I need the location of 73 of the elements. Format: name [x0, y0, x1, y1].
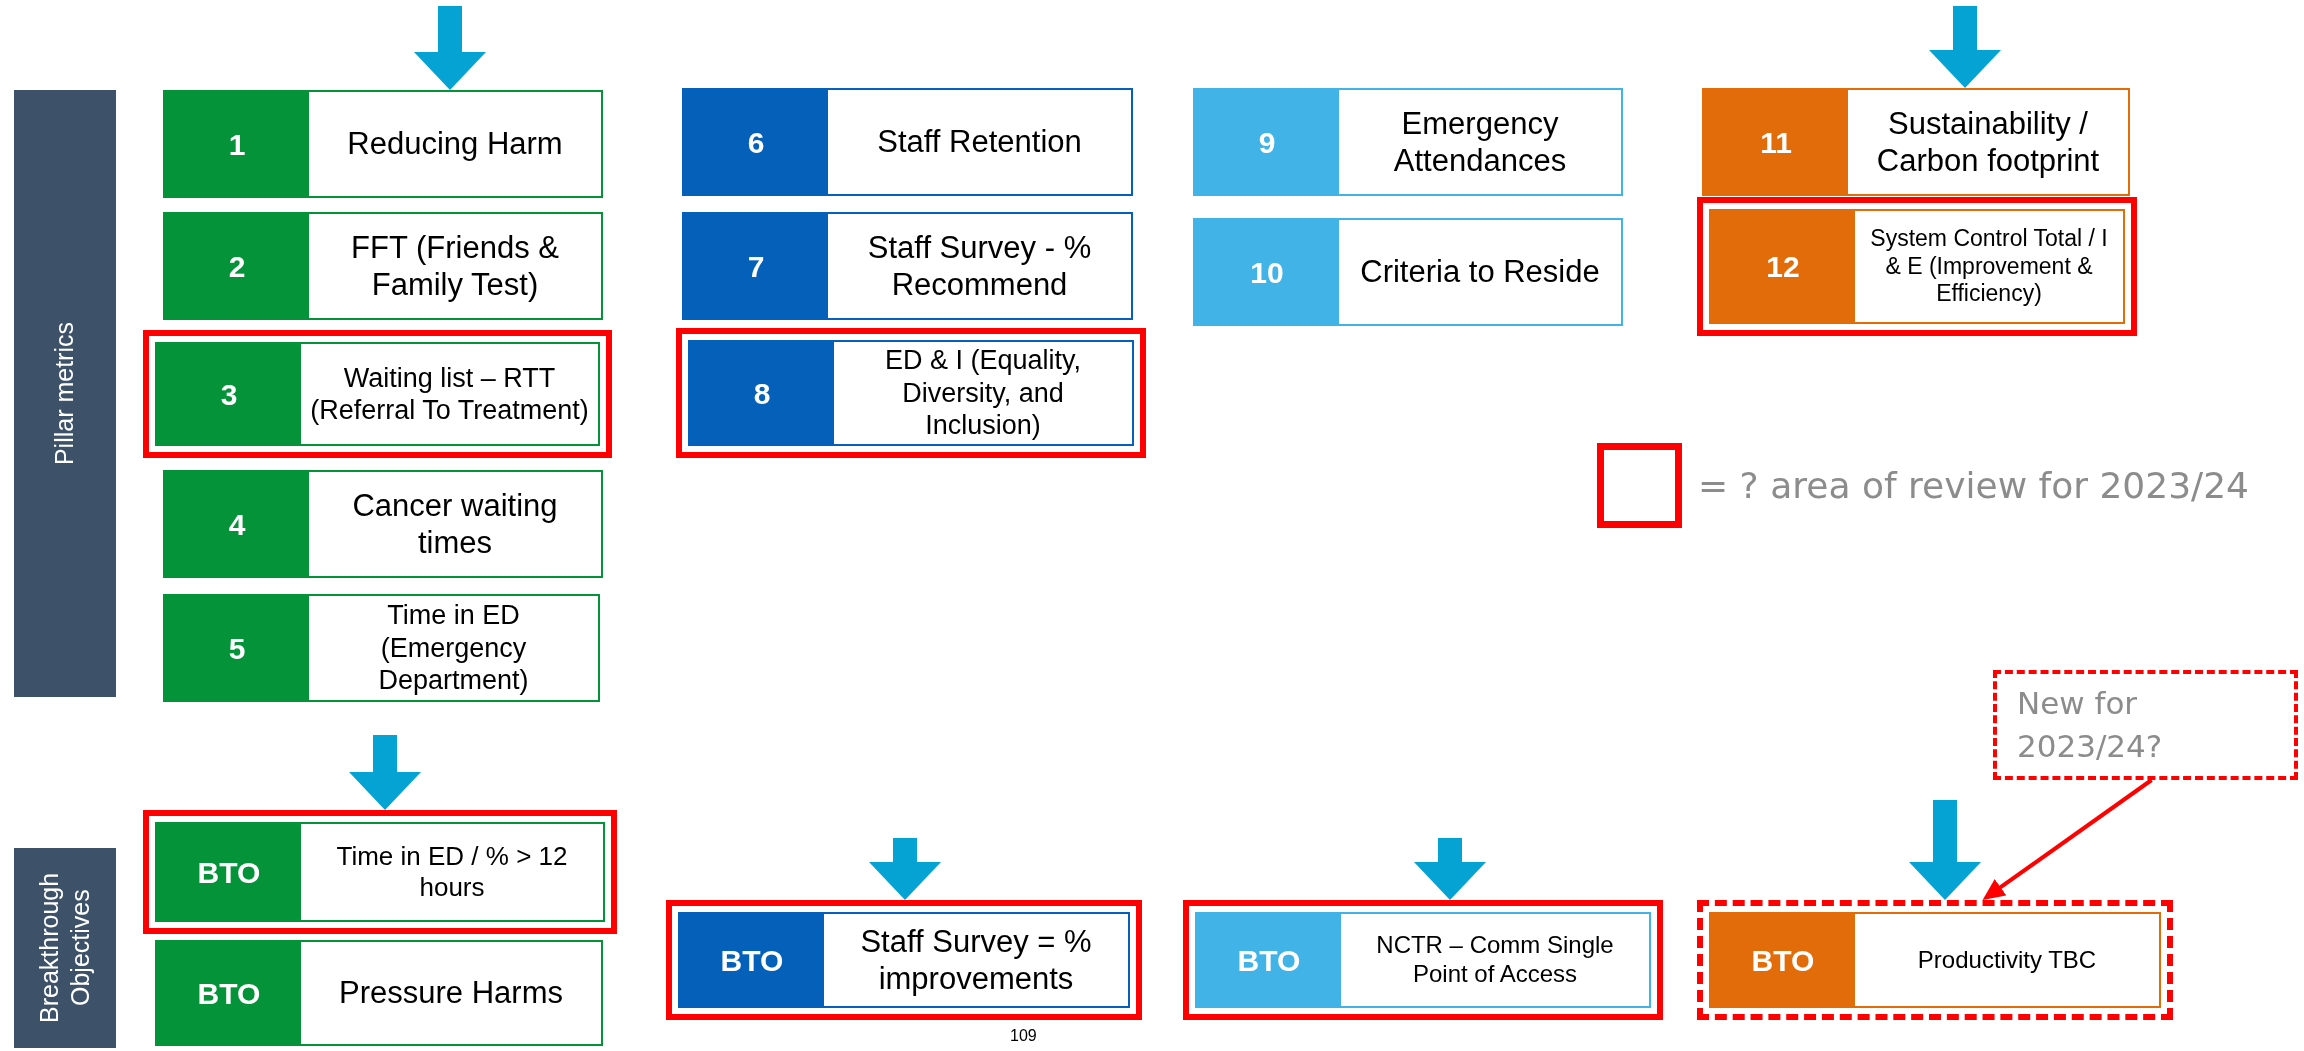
block-arrow	[1414, 838, 1486, 900]
metric-label: Sustainability / Carbon footprint	[1875, 104, 2101, 180]
metric-card	[155, 342, 600, 446]
metric-number: 3	[157, 344, 301, 444]
metric-label: ED & I (Equality, Diversity, and Inclusion)	[883, 344, 1083, 442]
metric-label: Emergency Attendances	[1392, 104, 1568, 180]
metric-number: BTO	[157, 824, 301, 920]
review-frame	[1183, 900, 1663, 1020]
metric-label: System Control Total / I & E (Improvement & Efficiency)	[1869, 225, 2109, 308]
metric-card	[1702, 88, 2130, 196]
metric-number: 12	[1711, 211, 1855, 322]
block-arrow	[1929, 6, 2001, 88]
metric-number: 8	[690, 342, 834, 444]
metric-card	[155, 940, 603, 1046]
metric-card	[1193, 88, 1623, 196]
metric-number: 2	[165, 214, 309, 318]
metric-card	[163, 212, 603, 320]
note-text: New for 2023/24?	[2017, 684, 2164, 767]
metric-card	[163, 594, 600, 702]
block-arrow	[349, 735, 421, 810]
page-number: 109	[1010, 1026, 1037, 1046]
metric-number: 7	[684, 214, 828, 318]
block-arrow	[414, 6, 486, 90]
section-title: Pillar metrics	[49, 321, 80, 466]
metric-card	[163, 90, 603, 198]
metric-card	[1193, 218, 1623, 326]
metric-card	[1709, 209, 2125, 324]
metric-card	[163, 470, 603, 578]
note-box	[1993, 670, 2298, 780]
metric-number: 6	[684, 90, 828, 194]
metric-label: Time in ED / % > 12 hours	[335, 840, 569, 904]
review-frame	[666, 900, 1142, 1020]
metric-label: FFT (Friends & Family Test)	[350, 228, 560, 304]
legend-text: = ? area of review for 2023/24	[1698, 463, 2250, 508]
metric-label: Reducing Harm	[347, 125, 563, 163]
metric-number: BTO	[680, 914, 824, 1006]
metric-number: BTO	[1711, 914, 1855, 1006]
review-frame	[676, 328, 1146, 458]
metric-number: BTO	[157, 942, 301, 1044]
metric-label: Criteria to Reside	[1360, 253, 1600, 291]
metric-number: 9	[1195, 90, 1339, 194]
metric-label: Staff Retention	[877, 123, 1082, 161]
metric-card	[1709, 912, 2161, 1008]
review-frame	[1697, 197, 2137, 336]
metric-number: BTO	[1197, 914, 1341, 1006]
metric-label: Staff Survey = % improvements	[859, 922, 1093, 998]
metric-label: Staff Survey - % Recommend	[866, 228, 1093, 304]
metric-number: 1	[165, 92, 309, 196]
metric-number: 4	[165, 472, 309, 576]
review-frame	[143, 810, 617, 934]
metric-label: Pressure Harms	[339, 974, 563, 1012]
metric-card	[1195, 912, 1651, 1008]
metric-card	[155, 822, 605, 922]
section-sidebar	[14, 848, 116, 1048]
section-sidebar	[14, 90, 116, 697]
block-arrow	[1909, 800, 1981, 900]
metric-label: Waiting list – RTT (Referral To Treatment)	[309, 361, 590, 427]
metric-label: Cancer waiting times	[351, 486, 559, 562]
metric-label: NCTR – Comm Single Point of Access	[1375, 931, 1615, 989]
metric-card	[682, 212, 1133, 320]
metric-card	[688, 340, 1134, 446]
metric-card	[678, 912, 1130, 1008]
dashed-review-frame	[1697, 900, 2173, 1020]
block-arrow	[869, 838, 941, 900]
metric-number: 11	[1704, 90, 1848, 194]
metric-number: 5	[165, 596, 309, 700]
section-title: Breakthrough Objectives	[33, 871, 95, 1026]
metric-label: Time in ED (Emergency Department)	[377, 599, 530, 697]
arrow	[1981, 778, 2153, 902]
metric-card	[682, 88, 1133, 196]
metric-number: 10	[1195, 220, 1339, 324]
metric-label: Productivity TBC	[1917, 945, 2097, 975]
review-frame	[143, 330, 612, 458]
